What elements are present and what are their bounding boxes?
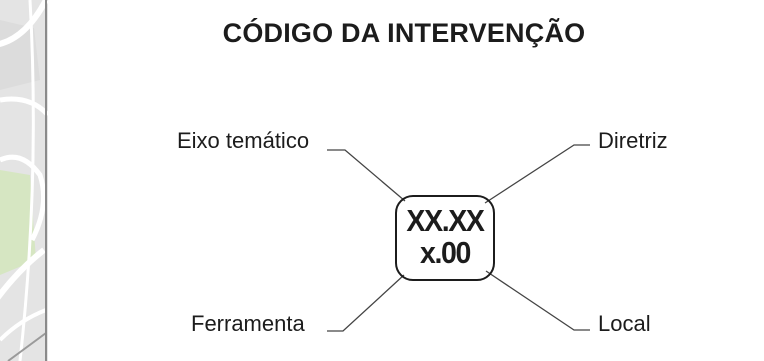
code-line-2: x.00 <box>420 235 471 270</box>
label-diretriz: Diretriz <box>598 128 668 153</box>
map-fragment <box>0 0 48 361</box>
code-line-1: XX.XX <box>406 203 485 238</box>
label-ferramenta: Ferramenta <box>191 311 305 336</box>
connector-local <box>485 270 590 331</box>
label-local: Local <box>598 311 651 336</box>
diagram-title: CÓDIGO DA INTERVENÇÃO <box>222 18 586 48</box>
connector-ferramenta <box>327 274 405 332</box>
connector-eixo-tematico <box>327 149 406 202</box>
label-eixo-tematico: Eixo temático <box>177 128 310 153</box>
connector-diretriz <box>484 144 590 204</box>
intervention-code-box: XX.XX x.00 <box>395 195 495 281</box>
